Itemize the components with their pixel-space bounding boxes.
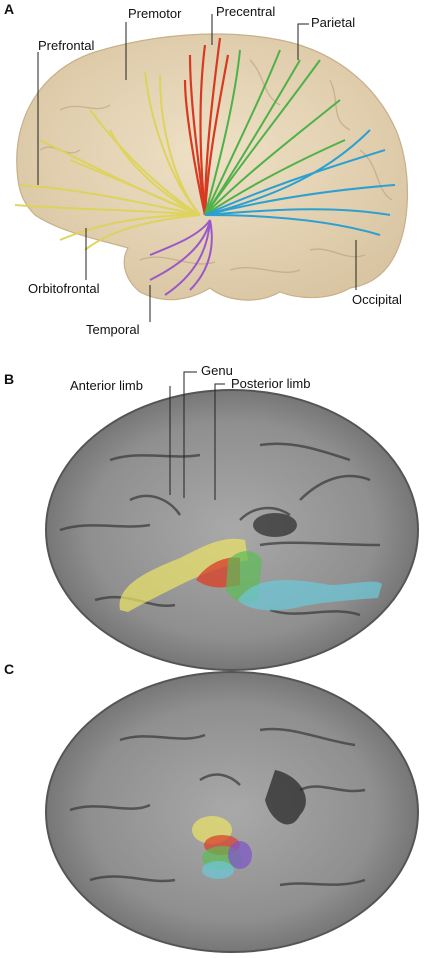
ventricle-b <box>253 513 297 537</box>
overlay-blue-b <box>238 580 382 611</box>
brain-sulci <box>39 59 393 273</box>
overlay-yellow-b <box>119 538 248 612</box>
mri-structures-c <box>69 727 366 887</box>
panel-b-leaders <box>169 371 225 500</box>
label-genu: Genu <box>201 363 233 378</box>
ventricle-c <box>265 770 306 825</box>
label-premotor: Premotor <box>128 6 182 21</box>
tract-precentral-fibers <box>183 37 230 216</box>
mri-axial-slice-b <box>45 389 419 671</box>
label-orbitofrontal: Orbitofrontal <box>28 281 100 296</box>
label-anterior-limb: Anterior limb <box>70 378 143 393</box>
overlay-blue-c <box>202 861 234 879</box>
mri-axial-slice-c <box>45 671 419 953</box>
label-posterior-limb: Posterior limb <box>231 376 310 391</box>
tract-temporal-fibers <box>149 219 213 296</box>
label-prefrontal: Prefrontal <box>38 38 94 53</box>
panel-c-label: C <box>4 661 14 677</box>
label-temporal: Temporal <box>86 322 140 337</box>
panel-a-leaders <box>37 14 357 322</box>
tract-occipital-fibers <box>204 129 396 236</box>
tract-parietal-fibers <box>204 49 346 216</box>
brain-lateral-surface <box>16 33 408 301</box>
overlay-purple-c <box>228 841 252 869</box>
panel-a-label: A <box>4 1 14 17</box>
label-parietal: Parietal <box>311 15 355 30</box>
label-occipital: Occipital <box>352 292 402 307</box>
panel-b-label: B <box>4 371 14 387</box>
label-precentral: Precentral <box>216 4 275 19</box>
panel-c: C <box>4 661 419 953</box>
tract-prefrontal-fibers <box>14 71 201 251</box>
panel-a: A <box>4 1 408 337</box>
panel-b: B Anterior limb Genu Posterior limb <box>4 363 419 671</box>
